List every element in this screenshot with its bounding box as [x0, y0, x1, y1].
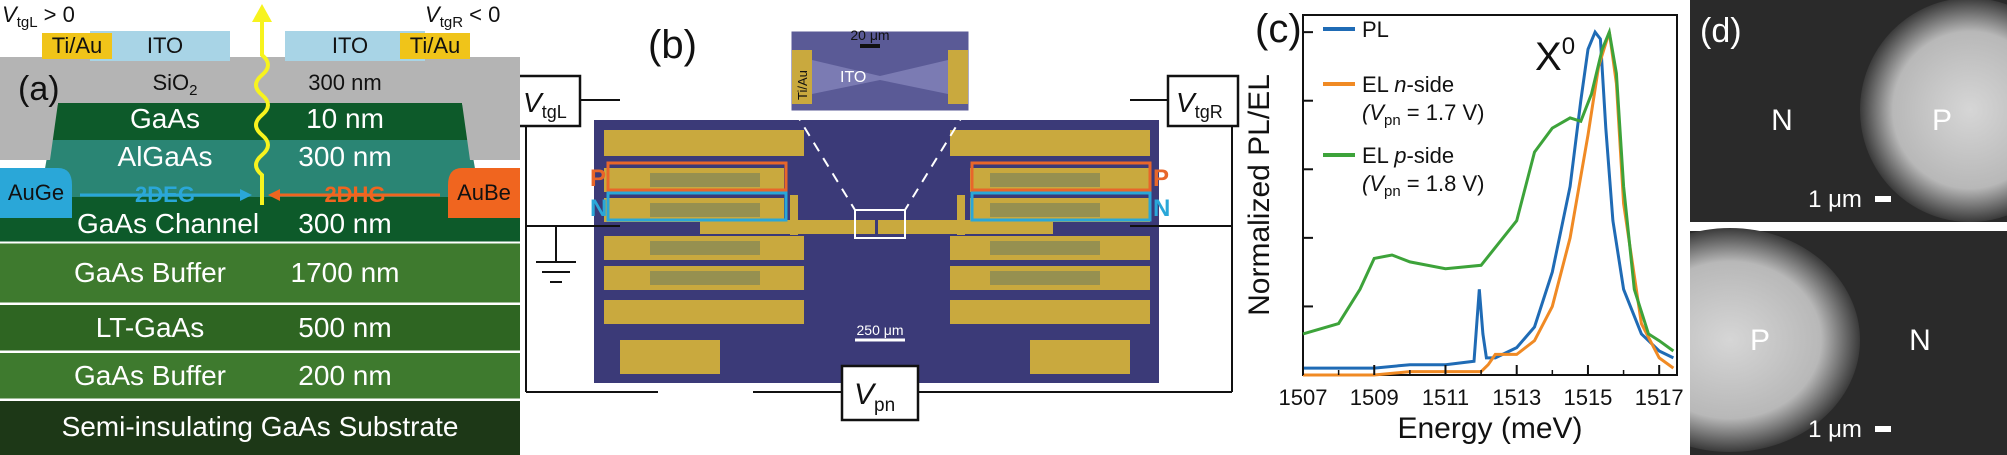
center-device-box: [854, 209, 906, 239]
x-axis-label: Energy (meV): [1397, 412, 1582, 445]
inset-ito: ITO: [840, 69, 866, 86]
label-ito-right: ITO: [332, 33, 368, 58]
legend-label-el-p: EL p-side: [1362, 143, 1454, 168]
tiau-right: [400, 33, 470, 59]
layer-channel-thickness: 300 nm: [298, 208, 391, 239]
panel-c-letter: (c): [1255, 7, 1302, 51]
layer-algaas-thickness: 300 nm: [298, 141, 391, 172]
ito-left: [90, 31, 230, 61]
vpn-label: Vpn: [854, 378, 895, 416]
panel-a: Ti/Au Ti/Au ITO ITO VtgL > 0 VtgR < 0 (a…: [0, 0, 520, 455]
panel-c: (c) 1507 1509 1511 1513 1515 1517 Normalized …: [1245, 0, 1690, 455]
n-box-right: [970, 191, 1152, 222]
sem-bottom-scale: 1 μm: [1808, 416, 1862, 443]
legend-label-el-p-cond: (Vpn = 1.8 V): [1362, 171, 1484, 200]
n-box-left: [606, 191, 788, 222]
x-tick-label: 1509: [1350, 385, 1399, 410]
layer-gaas-name: GaAs: [130, 103, 200, 134]
label-n-right: N: [1153, 195, 1170, 222]
tiau-left: [42, 33, 112, 59]
heterostructure-diagram: Ti/Au Ti/Au ITO ITO VtgL > 0 VtgR < 0 (a…: [0, 2, 520, 455]
layer-buffer2-thickness: 200 nm: [298, 360, 391, 391]
label-2deg: 2DEG: [135, 182, 195, 207]
layer-buffer1-thickness: 1700 nm: [291, 257, 400, 288]
layer-sio2-thickness: 300 nm: [308, 70, 381, 95]
label-p-right: P: [1153, 165, 1169, 192]
label-vtgl: VtgL > 0: [2, 2, 75, 31]
panel-d-letter: (d): [1700, 12, 1742, 50]
layer-algaas: [40, 140, 480, 197]
panel-d: (d) N P 1 μm P N 1 μm: [1690, 0, 2007, 455]
x-tick-label: 1517: [1635, 385, 1684, 410]
label-ti-au-right: Ti/Au: [410, 33, 461, 58]
x-tick-label: 1513: [1492, 385, 1541, 410]
inset-scale: 20 μm: [850, 27, 889, 43]
layer-gaas-buffer-top: [0, 243, 520, 303]
inset-ti-au: Ti/Au: [795, 70, 810, 100]
sem-top-right-label: P: [1932, 104, 1952, 137]
label-vtgr: VtgR < 0: [425, 2, 500, 31]
x-tick-label: 1507: [1279, 385, 1328, 410]
vtgr-box: [1166, 74, 1240, 128]
legend-label-pl: PL: [1362, 17, 1389, 42]
sem-top-left-label: N: [1771, 104, 1793, 137]
layer-gaas-thickness: 10 nm: [306, 103, 384, 134]
label-p-left: P: [590, 165, 606, 192]
label-n-left: N: [590, 195, 607, 222]
x-tick-label: 1511: [1422, 385, 1469, 410]
sem-bottom-right-label: N: [1909, 324, 1931, 357]
panel-b: (b) P N P N: [520, 0, 1245, 455]
augc-contact: [0, 168, 72, 218]
legend-label-el-n: EL n-side: [1362, 72, 1454, 97]
vtgr-label: VtgR: [1176, 87, 1223, 122]
label-ito-left: ITO: [147, 33, 183, 58]
label-2dhg: 2DHG: [324, 182, 385, 207]
panel-a-letter: (a): [18, 70, 60, 108]
label-aube: AuBe: [457, 180, 511, 205]
layer-algaas-name: AlGaAs: [118, 141, 213, 172]
gold-pads: [604, 130, 1150, 374]
sem-images: (d) N P 1 μm P N 1 μm: [1690, 0, 2007, 455]
sem-top-scale: 1 μm: [1808, 186, 1862, 213]
layer-substrate: [0, 401, 520, 455]
layer-channel-name: GaAs Channel: [77, 208, 259, 239]
peak-label: X0: [1535, 33, 1575, 79]
x-tick-label: 1515: [1563, 385, 1612, 410]
sem-bottom-left-label: P: [1750, 324, 1770, 357]
device-diagram: (b) P N P N: [520, 23, 1240, 422]
layer-sio2-name: SiO2: [152, 70, 197, 99]
panel-b-letter: (b): [648, 23, 697, 67]
main-scale-label: 250 μm: [857, 322, 904, 338]
emission-wave: [254, 18, 270, 205]
layer-buffer1-name: GaAs Buffer: [74, 257, 226, 288]
series-line-2: [1302, 26, 1675, 353]
layer-gaas-cap: [50, 103, 470, 140]
layer-gaas-buffer-bottom: [0, 353, 520, 399]
layer-ltgaas-name: LT-GaAs: [96, 312, 204, 343]
layer-substrate-name: Semi-insulating GaAs Substrate: [62, 411, 459, 442]
p-box-left: [606, 161, 788, 192]
vtgl-box: [520, 74, 582, 128]
vpn-box: [840, 364, 920, 422]
layer-ltgaas-thickness: 500 nm: [298, 312, 391, 343]
layer-sio2-top: [0, 57, 520, 67]
plot-frame: [1302, 14, 1678, 376]
legend-label-el-n-cond: (Vpn = 1.7 V): [1362, 100, 1484, 129]
label-ti-au-left: Ti/Au: [52, 33, 103, 58]
y-axis-label: Normalized PL/EL: [1245, 74, 1276, 316]
vtgl-label: VtgL: [523, 87, 567, 122]
series-line-0: [1303, 29, 1675, 370]
layer-sio2: [0, 64, 520, 160]
legend: PL EL n-side (Vpn = 1.7 V) EL p-side (Vp…: [1323, 17, 1484, 200]
layer-buffer2-name: GaAs Buffer: [74, 360, 226, 391]
spectrum-chart: (c) 1507 1509 1511 1513 1515 1517 Normalized …: [1245, 7, 1684, 445]
layer-lt-gaas: [0, 305, 520, 351]
p-box-right: [970, 161, 1152, 192]
label-augc: AuGe: [8, 180, 64, 205]
aube-contact: [448, 168, 520, 218]
